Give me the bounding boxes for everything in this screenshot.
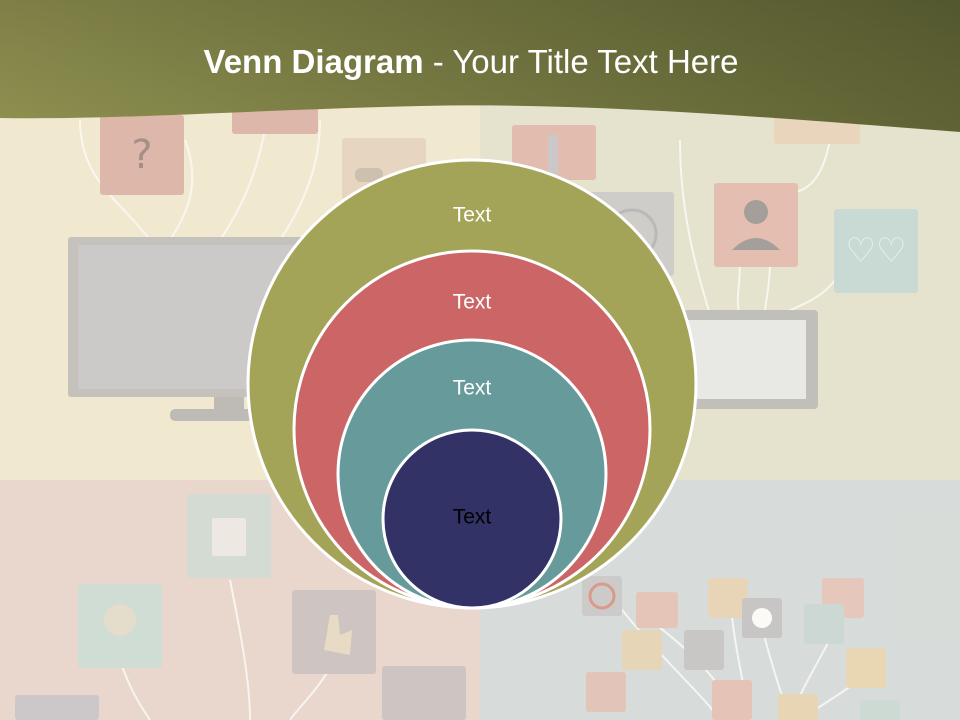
tile-icon (622, 630, 662, 670)
title-separator: - (423, 43, 453, 80)
lightbulb-icon (104, 604, 136, 636)
question-icon: ? (131, 132, 152, 178)
slide-title: Venn Diagram - Your Title Text Here (0, 38, 942, 86)
car-icon (355, 168, 383, 182)
app-icon-tile-3 (15, 695, 99, 720)
gauge-icon (588, 582, 616, 610)
title-sub: Your Title Text Here (452, 43, 739, 80)
venn-circle-inner (381, 428, 563, 610)
person-icon-tile (714, 183, 798, 267)
tile-icon-3 (778, 694, 818, 720)
hearts-icon-tile (834, 209, 918, 293)
game-icon-tile (846, 648, 886, 688)
tv-neck (214, 397, 244, 411)
tile-icon-2 (684, 630, 724, 670)
person-body-icon (732, 238, 780, 250)
heart-icon-tile (712, 680, 752, 720)
venn-label-third: Text (453, 377, 492, 400)
target-icon-tile (708, 578, 748, 618)
handshake-icon-tile (382, 666, 466, 720)
banner-shade (0, 0, 960, 132)
gauge-icon-tile (582, 576, 622, 616)
user-icon-tile (586, 672, 626, 712)
clock-hand-icon (548, 135, 558, 175)
question-icon-tile (100, 115, 184, 195)
title-main: Venn Diagram (203, 43, 424, 80)
hearts-icon: ♡♡ (846, 231, 907, 271)
venn-label-second: Text (453, 291, 492, 314)
venn-label-outer: Text (453, 204, 492, 227)
globe-icon (752, 608, 772, 628)
hand-icon (324, 615, 352, 655)
mail-icon-tile-2 (860, 700, 900, 720)
title-banner (0, 0, 960, 132)
venn-label-inner: Text (453, 506, 492, 529)
calendar-icon (212, 518, 246, 556)
person-icon (744, 200, 768, 224)
mail-icon-tile (636, 592, 678, 628)
spiral-icon-tile (804, 604, 844, 644)
